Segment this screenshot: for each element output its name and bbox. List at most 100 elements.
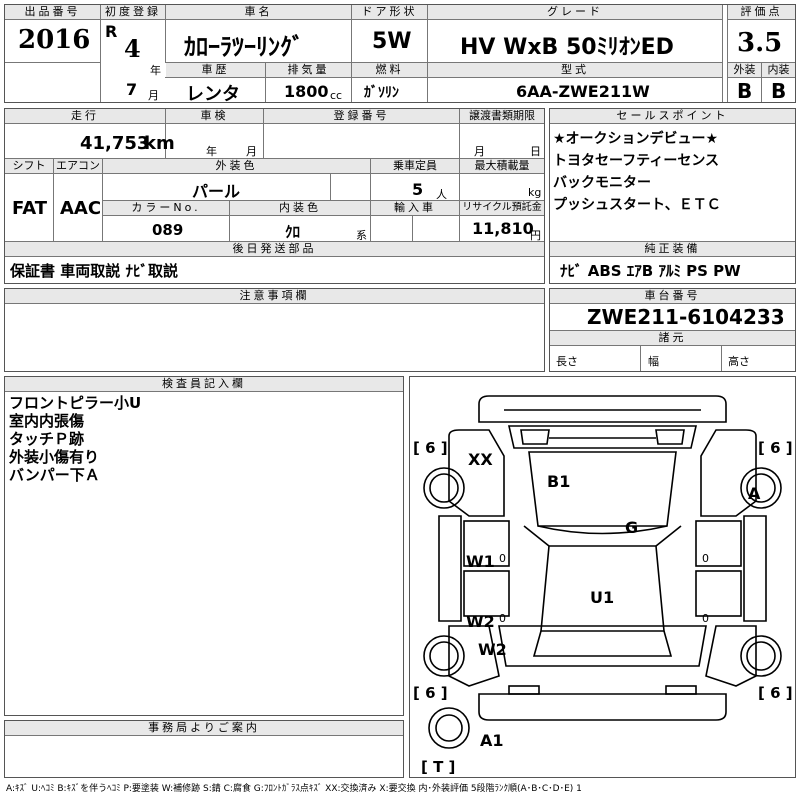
damage-mark-w2-b: W2 [478,640,507,659]
exterior-grade: B [737,79,753,103]
office-header: 事務局よりご案内 [5,721,403,736]
inspector-note-4: 外装小傷有り [9,448,100,466]
fuel-header: 燃料 [352,63,427,77]
interior-color-header: 内装色 [230,201,370,216]
capacity-value: 5 [412,180,424,199]
car-name: ｶﾛｰﾗﾂｰﾘﾝｸﾞ [184,33,304,61]
office-block [4,720,404,778]
interior-grade: B [771,79,787,103]
chassis-number: ZWE211-6104233 [587,305,785,329]
header-block [4,4,796,103]
damage-mark-a1: A1 [480,731,504,750]
sales-block [549,108,796,284]
spare-tire-label: [ T ] [421,758,456,776]
ac-value: AAC [60,198,102,219]
sales-line-3: バックモニター [553,175,651,191]
equipment-header: 純正装備 [550,242,795,257]
first-reg-header: 初度登録 [101,5,165,20]
mileage-header: 走行 [5,109,165,124]
km-unit: km [144,133,175,154]
sales-line-4: プッシュスタート、ＥＴＣ [553,197,721,213]
interior-header: 内装 [762,63,795,77]
equipment-value: ﾅﾋﾞ ABS ｴｱB ｱﾙﾐ PS PW [560,262,741,280]
width-label: 幅 [648,355,659,368]
recycle-value: 11,810 [472,219,534,238]
displacement-value: 1800 [284,82,329,101]
tire-fr-label: [ 6 ] [758,439,793,457]
score-value: 3.5 [737,28,783,58]
shift-value: FAT [12,198,48,219]
sales-line-2: トヨタセーフティーセンス [553,153,720,169]
diagram-block [409,376,796,778]
door-zero-4: 0 [702,612,709,625]
recycle-header: リサイクル預託金 [460,201,544,216]
car-name-header: 車名 [166,5,351,20]
score-header: 評価点 [728,5,795,20]
later-parts-value: 保証書 車両取説 ﾅﾋﾞ取説 [10,262,178,280]
sales-header: セールスポイント [550,109,795,124]
damage-mark-b1: B1 [547,472,571,491]
chassis-header: 車台番号 [550,289,795,304]
door-zero-2: 0 [702,552,709,565]
inspector-header: 検査員記入欄 [5,377,403,392]
caution-header: 注意事項欄 [5,289,544,304]
car-damage-diagram [423,395,782,749]
lot-no-header: 出品番号 [5,5,100,20]
shift-header: シフト [5,159,53,174]
history-header: 車歴 [166,63,265,77]
inspector-block [4,376,404,716]
legend-footer: A:ｷｽﾞ U:ﾍｺﾐ B:ｷｽﾞを伴うﾍｺﾐ P:要塗装 W:補修跡 S:錆 … [6,784,582,794]
registration-header: 登録番号 [264,109,459,124]
mileage-value: 41,753 [80,133,150,154]
inspector-note-2: 室内内張傷 [9,412,85,430]
lot-year: 2016 [18,25,91,55]
tire-fl-label: [ 6 ] [413,439,448,457]
year-unit: 年 [150,64,161,77]
chassis-block [549,288,796,372]
damage-mark-a-front: A [748,484,761,503]
inspector-note-3: タッチＰ跡 [9,430,85,448]
history-value: レンタ [186,84,240,105]
damage-mark-w1: W1 [466,552,495,571]
reg-month: 7 [126,80,138,99]
displacement-header: 排気量 [266,63,351,77]
inspection-year-unit: 年 [206,145,217,158]
height-label: 高さ [728,355,750,368]
transfer-month: 月 [474,145,485,158]
color-value: パール [192,182,241,201]
yen-unit: 円 [530,229,541,242]
transfer-day: 日 [530,145,541,158]
damage-mark-w2-a: W2 [466,612,495,631]
damage-mark-g: G [625,518,639,537]
door-header: ドア形状 [352,5,427,20]
door-zero-3: 0 [499,612,506,625]
reg-year: 4 [124,34,141,63]
color-no-header: カラーNo. [103,201,229,216]
inspector-note-1: フロントピラー小U [9,394,142,412]
later-parts-header: 後日発送部品 [5,242,544,257]
kg-unit: kg [528,186,542,199]
color-no-value: 089 [152,221,184,239]
grade-header: グレード [428,5,722,20]
detail-block [4,108,545,284]
era-mark: R [105,22,118,41]
capacity-header: 乗車定員 [371,159,459,174]
tire-rr-label: [ 6 ] [758,684,793,702]
inspection-month-unit: 月 [246,145,257,158]
ac-header: エアコン [54,159,102,174]
import-header: 輸入車 [371,201,459,216]
transfer-header: 譲渡書類期限 [460,109,544,124]
interior-color-value: ｸﾛ [285,223,301,241]
month-unit: 月 [148,89,159,102]
caution-block [4,288,545,372]
specs-header: 諸元 [550,331,795,346]
interior-suffix: 系 [356,229,367,242]
color-header: 外装色 [103,159,370,174]
model-header: 型式 [428,63,722,77]
tire-rl-label: [ 6 ] [413,684,448,702]
damage-mark-xx: XX [468,450,493,469]
model-value: 6AA-ZWE211W [516,82,650,101]
cc-unit: cc [330,89,343,102]
door-zero-1: 0 [499,552,506,565]
sales-line-1: ★オークションデビュー★ [553,131,719,147]
